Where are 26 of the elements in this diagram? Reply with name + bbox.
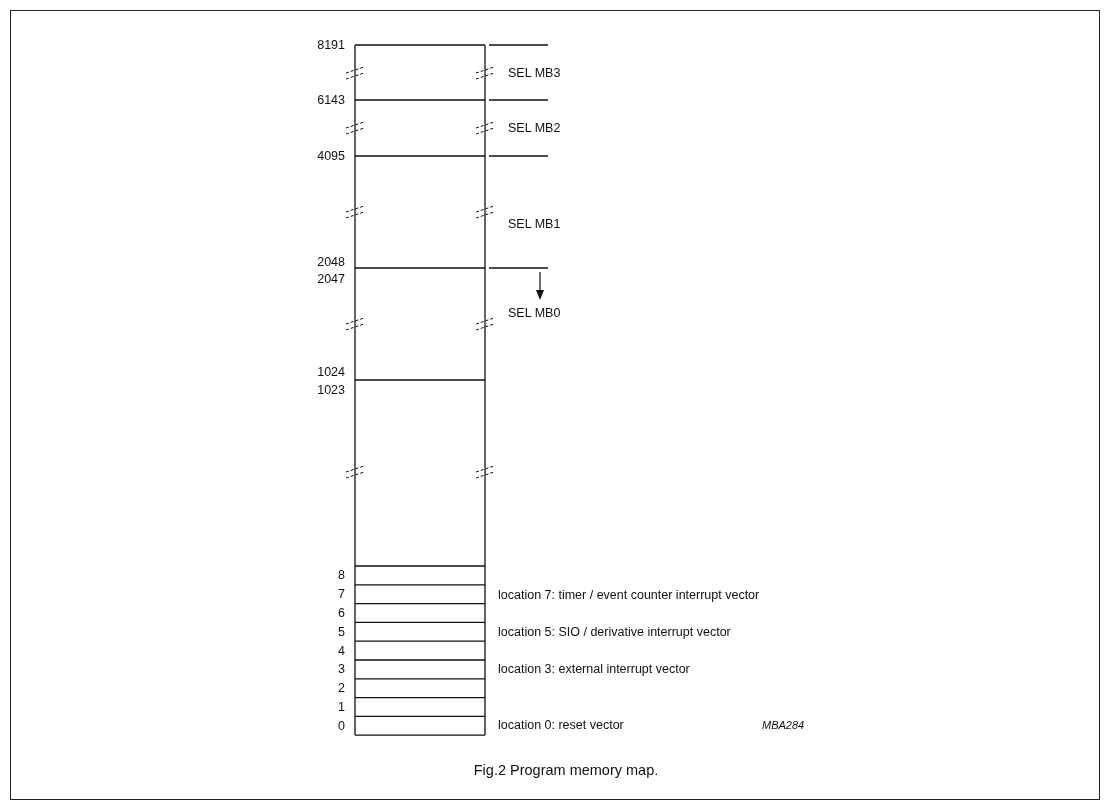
address-label: 1	[338, 700, 345, 714]
address-label: 1023	[317, 383, 345, 397]
address-label: 6	[338, 606, 345, 620]
address-label: 1024	[317, 365, 345, 379]
vector-description: location 0: reset vector	[498, 718, 624, 732]
bank-label: SEL MB0	[508, 306, 561, 320]
vector-description: location 5: SIO / derivative interrupt vector	[498, 625, 731, 639]
bank-label: SEL MB1	[508, 217, 561, 231]
figure-caption: Fig.2 Program memory map.	[473, 762, 659, 778]
address-label: 4	[338, 643, 345, 658]
vector-description: location 3: external interrupt vector	[498, 662, 690, 676]
address-label: 2	[338, 681, 345, 696]
address-label: 3	[338, 662, 345, 677]
vector-description: location 7: timer / event counter interrupt vector	[498, 588, 760, 602]
address-label: 5	[338, 624, 345, 639]
address-label: 7	[338, 587, 345, 602]
bank-label: SEL MB3	[508, 66, 561, 80]
address-label: 2048	[317, 255, 345, 269]
address-label: 8	[338, 568, 345, 583]
address-label: 6143	[317, 93, 345, 107]
address-label: 2047	[317, 272, 345, 286]
figure-code: MBA284	[762, 718, 805, 732]
address-label: 4095	[317, 149, 345, 163]
address-label: 0	[338, 718, 345, 733]
address-label: 8191	[317, 38, 345, 52]
bank-label: SEL MB2	[508, 121, 561, 135]
